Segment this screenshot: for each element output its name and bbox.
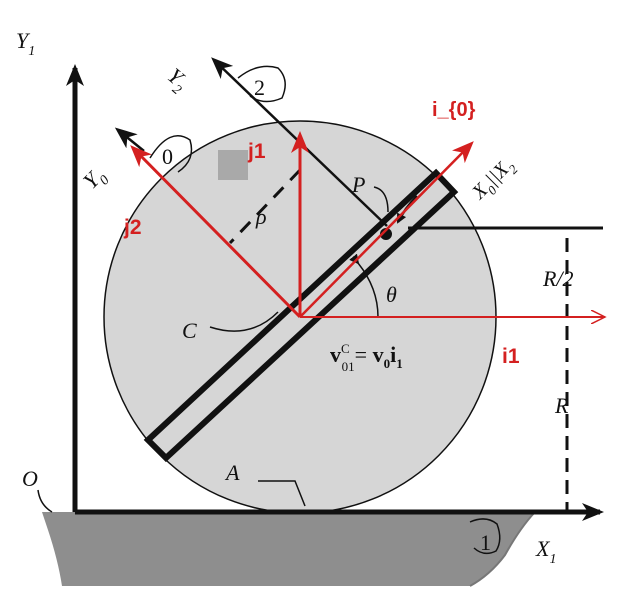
label-rho: ρ bbox=[255, 204, 267, 229]
leader-c bbox=[209, 311, 279, 332]
slot bbox=[143, 168, 459, 463]
label-y0: Y0 bbox=[78, 162, 113, 197]
ground bbox=[42, 512, 535, 586]
axis-y0-tip bbox=[114, 127, 145, 152]
leader-p bbox=[373, 186, 389, 213]
rho-dimension bbox=[228, 168, 302, 245]
label-theta: θ bbox=[386, 282, 397, 307]
frame-number-0: 0 bbox=[162, 144, 173, 169]
label-i0: i_{0} bbox=[432, 99, 476, 121]
grey-square-marker bbox=[218, 150, 248, 180]
label-p: P bbox=[351, 172, 365, 197]
label-x1: X1 bbox=[535, 536, 556, 567]
label-r-half: R/2 bbox=[542, 266, 574, 291]
label-c: C bbox=[182, 318, 197, 343]
frame-2-loop bbox=[237, 65, 286, 103]
frame-number-1: 1 bbox=[480, 530, 491, 555]
frame-0-loop bbox=[149, 135, 193, 173]
label-a: A bbox=[224, 460, 240, 485]
leader-a bbox=[258, 480, 306, 507]
label-j2: j2 bbox=[123, 216, 142, 239]
label-y1: Y1 bbox=[16, 28, 35, 59]
label-o: O bbox=[22, 466, 38, 491]
label-y2: Y2 bbox=[160, 63, 194, 98]
point-p-dot bbox=[380, 228, 392, 240]
label-r: R bbox=[554, 393, 569, 418]
vector-i0 bbox=[299, 141, 474, 318]
leader-o bbox=[37, 489, 53, 513]
label-i1: i1 bbox=[502, 345, 520, 368]
label-x0-x2: X0||X2 bbox=[467, 153, 521, 207]
label-j1: j1 bbox=[247, 140, 266, 163]
frame-number-2: 2 bbox=[254, 75, 265, 100]
vector-j2 bbox=[130, 145, 302, 319]
theta-arc bbox=[349, 253, 379, 318]
ground-edge-curve bbox=[469, 511, 536, 587]
frame-1-loop bbox=[469, 518, 501, 555]
